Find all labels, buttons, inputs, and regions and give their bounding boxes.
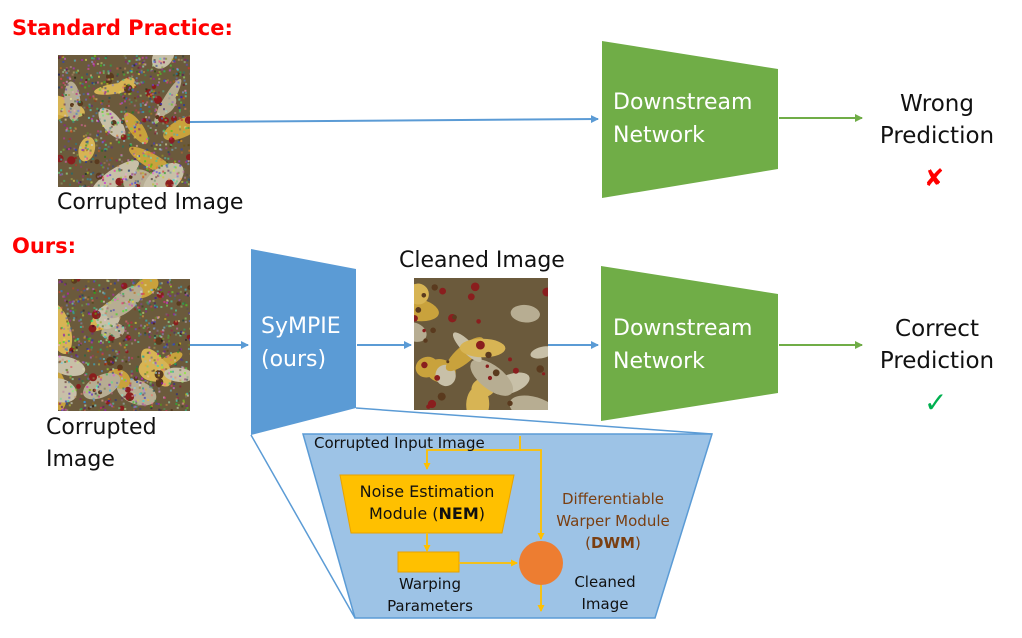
dwm-line3-suffix: ) xyxy=(634,534,641,552)
detail-cleaned-image-label: Cleaned Image xyxy=(570,571,640,615)
nem-line2: Module (NEM) xyxy=(340,503,514,525)
zoom-line-right xyxy=(355,407,713,435)
warping-parameters-box xyxy=(397,551,460,573)
corrupted-image-caption-bottom: Corrupted Image xyxy=(46,412,157,476)
warping-parameters-label: Warping Parameters xyxy=(380,573,480,617)
dwm-label: Differentiable Warper Module (DWM) xyxy=(548,488,678,554)
cross-mark-icon: ✘ xyxy=(924,164,945,192)
sympie-label: SyMPIE (ours) xyxy=(261,310,341,376)
cleaned-image-caption: Cleaned Image xyxy=(399,248,565,273)
downstream-network-top-line2: Network xyxy=(613,123,705,148)
dwm-line1: Differentiable xyxy=(561,490,664,508)
detail-cleaned-line2: Image xyxy=(581,595,629,613)
cleaned-image xyxy=(414,278,548,410)
nem-line1: Noise Estimation xyxy=(359,482,495,501)
dwm-circle xyxy=(519,541,563,585)
sympie-shape xyxy=(251,249,356,435)
downstream-network-bottom-line1: Downstream xyxy=(613,316,753,341)
dwm-line3-prefix: ( xyxy=(585,534,592,552)
arrow-input-to-network-top xyxy=(189,115,599,124)
downstream-network-bottom-label: Downstream Network xyxy=(613,312,752,378)
wrong-prediction-line2: Prediction xyxy=(879,123,995,149)
wrong-prediction-line1: Wrong xyxy=(900,91,974,117)
wrong-prediction-label: Wrong Prediction xyxy=(872,88,1002,152)
warping-line1: Warping xyxy=(399,575,461,593)
downstream-network-top-shape xyxy=(602,41,778,198)
corrupted-caption-line2: Image xyxy=(46,447,115,472)
correct-prediction-line1: Correct xyxy=(895,316,979,342)
warping-line2: Parameters xyxy=(387,597,473,615)
corrupted-caption-line1: Corrupted xyxy=(46,415,157,440)
downstream-network-bottom-shape xyxy=(601,266,778,421)
corrupted-image-top xyxy=(58,55,190,187)
standard-practice-heading: Standard Practice: xyxy=(12,16,233,40)
downstream-network-top-label: Downstream Network xyxy=(613,86,752,152)
zoom-line-left xyxy=(250,434,356,619)
dwm-abbr: DWM xyxy=(591,534,635,552)
dwm-line2: Warper Module xyxy=(556,512,670,530)
nem-label: Noise Estimation Module (NEM) xyxy=(340,481,514,525)
wire-input-to-nem xyxy=(423,436,521,470)
dwm-line3: (DWM) xyxy=(548,532,678,554)
nem-shape xyxy=(339,474,515,534)
nem-abbr: NEM xyxy=(438,504,479,523)
correct-prediction-line2: Prediction xyxy=(879,348,995,374)
downstream-network-bottom-line2: Network xyxy=(613,349,705,374)
nem-line2-suffix: ) xyxy=(478,504,485,523)
corrupted-input-image-label: Corrupted Input Image xyxy=(314,434,485,452)
correct-prediction-label: Correct Prediction xyxy=(872,313,1002,377)
ours-heading: Ours: xyxy=(12,234,77,258)
check-mark-icon: ✓ xyxy=(924,386,948,419)
nem-line2-prefix: Module ( xyxy=(368,504,439,523)
sympie-line2: (ours) xyxy=(261,347,327,372)
corrupted-image-bottom xyxy=(58,279,190,411)
corrupted-image-caption-top: Corrupted Image xyxy=(57,190,244,215)
detail-cleaned-line1: Cleaned xyxy=(574,573,636,591)
downstream-network-top-line1: Downstream xyxy=(613,90,753,115)
sympie-line1: SyMPIE xyxy=(261,314,341,339)
wire-input-to-dwm xyxy=(520,449,545,540)
